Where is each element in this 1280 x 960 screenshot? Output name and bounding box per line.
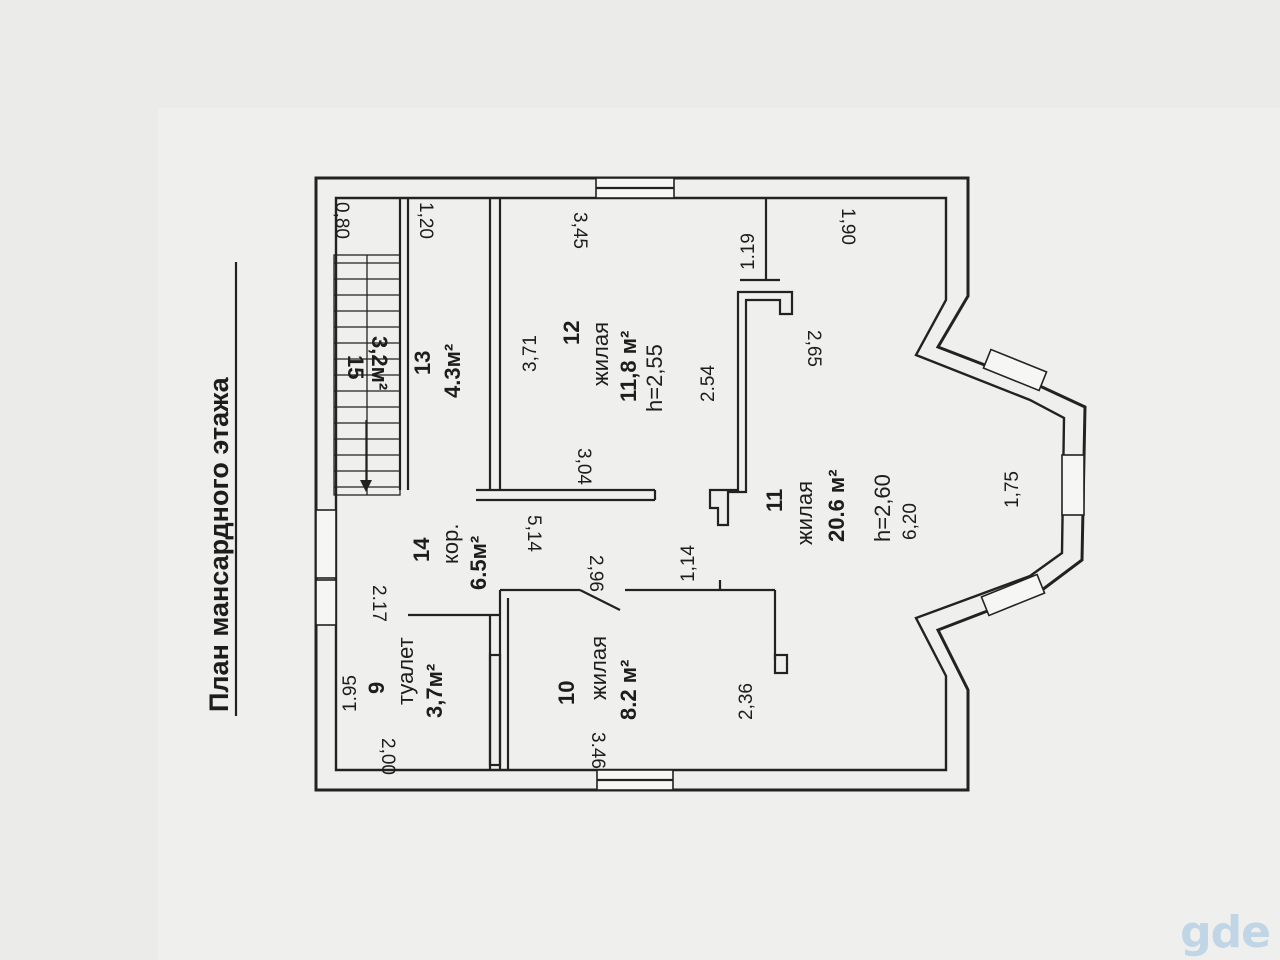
room-11-name: жилая xyxy=(792,481,817,545)
dim-3-71: 3,71 xyxy=(520,335,541,372)
room-13-number: 13 xyxy=(410,351,435,375)
room-12-name: жилая xyxy=(588,322,613,386)
room-10-name: жилая xyxy=(586,636,611,700)
dim-6-20: 6,20 xyxy=(900,503,921,540)
dim-2-65: 2,65 xyxy=(803,330,824,367)
room-11-area: 20.6 м² xyxy=(824,469,849,542)
room-9-name: туалет xyxy=(393,637,418,705)
dim-5-14: 5,14 xyxy=(523,515,544,552)
room-9-number: 9 xyxy=(364,682,389,694)
dim-1-75: 1,75 xyxy=(1002,471,1023,508)
room-9-area: 3,7м² xyxy=(422,664,447,718)
bay-window-3 xyxy=(980,573,1046,617)
dim-1-19: 1.19 xyxy=(738,233,759,270)
room-11-number: 11 xyxy=(762,489,787,512)
outer-wall-outline xyxy=(314,176,1087,792)
room-12-area: 11,8 м² xyxy=(616,331,641,402)
dim-0-80: 0,80 xyxy=(331,202,352,239)
dim-3-45: 3,45 xyxy=(569,212,590,249)
dim-3-04: 3,04 xyxy=(573,448,594,485)
room-14-number: 14 xyxy=(409,537,434,562)
dim-2-54: 2.54 xyxy=(698,365,719,402)
dim-2-17: 2.17 xyxy=(368,585,389,622)
room-12-height: h=2,55 xyxy=(642,344,667,412)
room-10-number: 10 xyxy=(554,681,579,705)
room-10-area: 8.2 м² xyxy=(616,660,641,720)
dim-1-20: 1,20 xyxy=(415,202,436,239)
room-15-area: 3,2м² xyxy=(367,336,392,390)
bay-window-2 xyxy=(1061,454,1085,516)
inner-wall-outline xyxy=(334,196,1066,772)
dim-1-90: 1,90 xyxy=(837,208,858,245)
room-11-height: h=2,60 xyxy=(870,474,895,542)
dim-2-36: 2,36 xyxy=(736,683,757,720)
room-12-number: 12 xyxy=(559,321,584,345)
dim-1-95: 1.95 xyxy=(340,675,361,712)
room-14-name: кор. xyxy=(438,524,463,564)
dim-2-96: 2,96 xyxy=(585,555,606,592)
window-left-upper xyxy=(315,509,337,579)
dim-3-46: 3.46 xyxy=(587,732,608,769)
plan-title: План мансардного этажа xyxy=(204,376,234,712)
watermark-logo: gde xyxy=(1180,907,1271,958)
room-14-area: 6.5м² xyxy=(466,536,491,590)
room-15-number: 15 xyxy=(343,355,368,379)
dim-2-00: 2,00 xyxy=(377,738,398,775)
dim-1-14: 1,14 xyxy=(678,545,699,582)
room-13-area: 4.3м² xyxy=(440,344,465,398)
paper-sheet xyxy=(158,108,1280,960)
window-left-lower xyxy=(315,579,337,626)
bay-window-1 xyxy=(982,348,1048,392)
partitions xyxy=(398,198,794,770)
